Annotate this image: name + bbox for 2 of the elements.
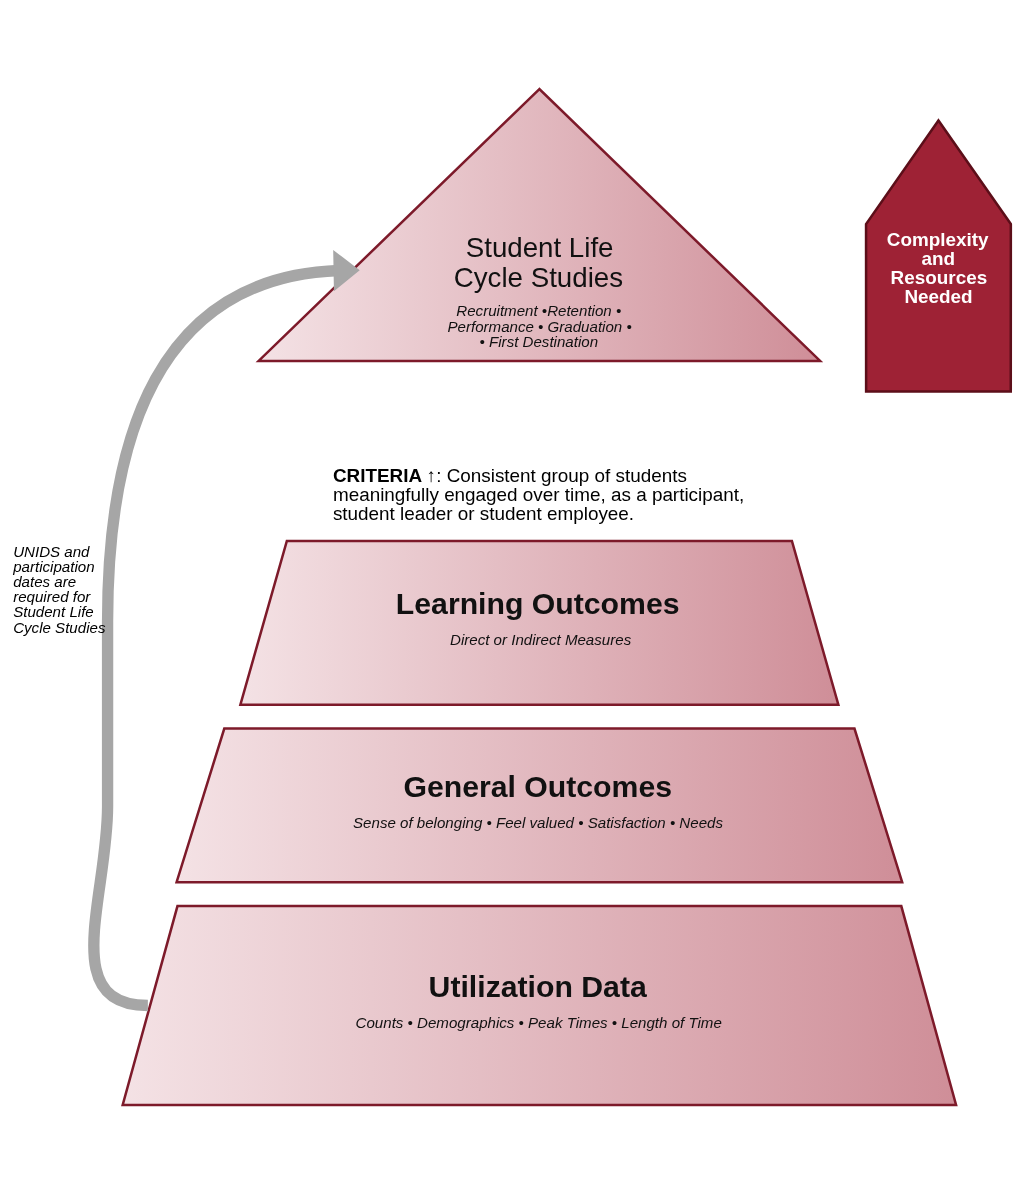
- edge-label: UNIDS and participation dates are required for Student Life Cycle Studies: [13, 542, 106, 636]
- label: CRITERIA ↑: Consistent group of students meaningfully engaged over time, as a participant, student leader or student employee.: [332, 464, 745, 524]
